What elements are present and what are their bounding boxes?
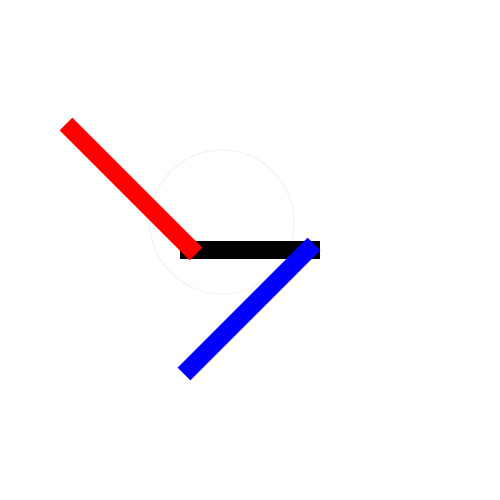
blue-diagonal-segment [177,237,321,381]
red-diagonal-segment [59,117,203,261]
ghost-circle-outline [149,149,295,295]
